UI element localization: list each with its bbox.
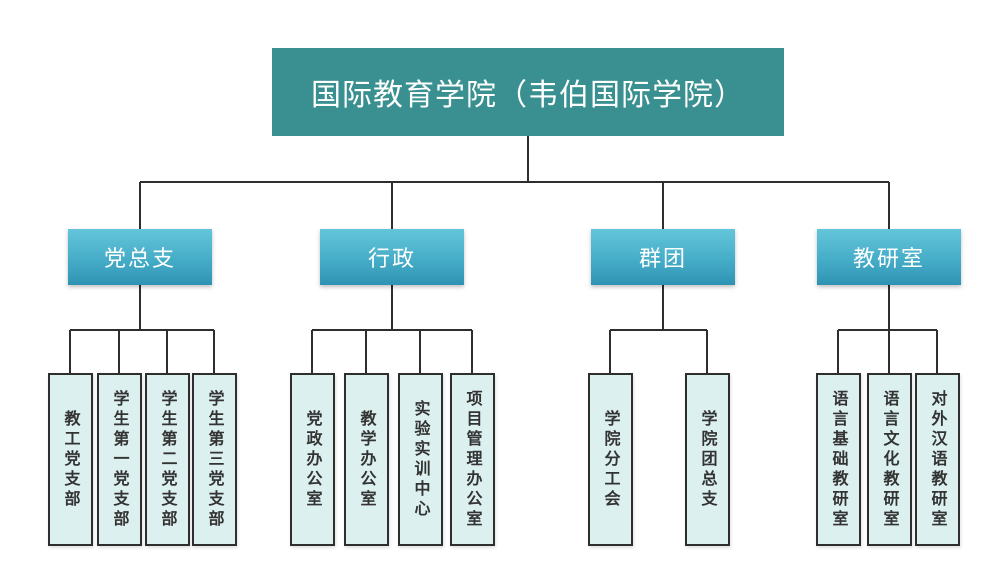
org-leaf-node: 语言文化教研室 bbox=[867, 373, 912, 546]
org-branch-node-party: 党总支 bbox=[68, 229, 212, 285]
org-leaf-label: 学生第二党支部 bbox=[158, 389, 178, 530]
org-leaf-node: 学生第三党支部 bbox=[192, 373, 237, 546]
org-leaf-label: 学生第一党支部 bbox=[110, 389, 130, 530]
org-leaf-label: 教学办公室 bbox=[357, 409, 377, 510]
org-leaf-node: 党政办公室 bbox=[290, 373, 335, 546]
org-leaf-label: 项目管理办公室 bbox=[463, 389, 483, 530]
org-leaf-node: 学院团总支 bbox=[685, 373, 730, 546]
org-leaf-label: 党政办公室 bbox=[303, 409, 323, 510]
org-leaf-node: 语言基础教研室 bbox=[816, 373, 861, 546]
org-branch-node-league: 群团 bbox=[591, 229, 735, 285]
org-leaf-label: 语言文化教研室 bbox=[880, 389, 900, 530]
org-leaf-label: 学院团总支 bbox=[698, 409, 718, 510]
org-root-label: 国际教育学院（韦伯国际学院） bbox=[311, 78, 745, 113]
org-branch-node-research: 教研室 bbox=[817, 229, 961, 285]
org-root-node: 国际教育学院（韦伯国际学院） bbox=[272, 48, 784, 136]
org-leaf-label: 对外汉语教研室 bbox=[928, 389, 948, 530]
org-branch-label: 党总支 bbox=[103, 247, 176, 272]
org-leaf-node: 教学办公室 bbox=[344, 373, 389, 546]
org-branch-label: 行政 bbox=[367, 247, 416, 272]
org-leaf-label: 学生第三党支部 bbox=[205, 389, 225, 530]
org-leaf-node: 学生第二党支部 bbox=[145, 373, 190, 546]
org-leaf-label: 语言基础教研室 bbox=[829, 389, 849, 530]
org-leaf-label: 学院分工会 bbox=[601, 409, 621, 510]
org-leaf-label: 实验实训中心 bbox=[411, 399, 431, 520]
org-branch-label: 教研室 bbox=[852, 247, 925, 272]
org-leaf-node: 教工党支部 bbox=[48, 373, 93, 546]
org-leaf-node: 项目管理办公室 bbox=[450, 373, 495, 546]
org-leaf-node: 学生第一党支部 bbox=[97, 373, 142, 546]
org-leaf-node: 学院分工会 bbox=[588, 373, 633, 546]
org-branch-label: 群团 bbox=[638, 247, 687, 272]
org-leaf-label: 教工党支部 bbox=[61, 409, 81, 510]
org-leaf-node: 实验实训中心 bbox=[398, 373, 443, 546]
org-branch-node-admin: 行政 bbox=[320, 229, 464, 285]
org-leaf-node: 对外汉语教研室 bbox=[915, 373, 960, 546]
